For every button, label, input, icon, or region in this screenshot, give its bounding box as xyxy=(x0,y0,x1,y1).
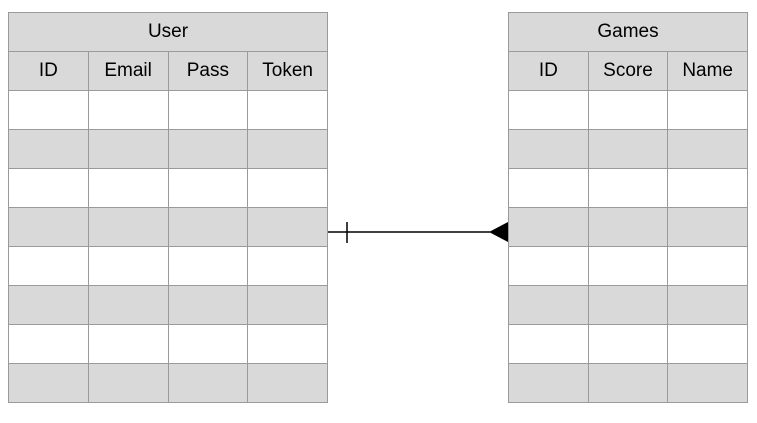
games-title-row: Games xyxy=(508,12,748,52)
games-column-id: ID xyxy=(508,51,589,91)
user-cell xyxy=(8,129,89,169)
games-cell xyxy=(508,324,589,364)
games-table-row xyxy=(508,129,748,169)
games-table-row xyxy=(508,207,748,247)
user-table-row xyxy=(8,285,328,325)
games-cell xyxy=(508,207,589,247)
user-cell xyxy=(87,90,169,130)
games-column-score: Score xyxy=(587,51,669,91)
user-cell xyxy=(167,207,249,247)
user-cell xyxy=(8,90,89,130)
user-cell xyxy=(87,324,169,364)
games-cell xyxy=(587,285,669,325)
user-title-row: User xyxy=(8,12,328,52)
user-table-row xyxy=(8,363,328,403)
user-cell xyxy=(167,168,249,208)
user-table-row xyxy=(8,324,328,364)
user-cell xyxy=(167,285,249,325)
user-cell xyxy=(8,207,89,247)
games-cell xyxy=(508,246,589,286)
user-cell xyxy=(247,207,328,247)
user-cell xyxy=(8,324,89,364)
user-cell xyxy=(87,207,169,247)
games-table-row xyxy=(508,285,748,325)
user-table-row xyxy=(8,168,328,208)
games-cell xyxy=(587,168,669,208)
user-cell xyxy=(8,246,89,286)
user-table-title: User xyxy=(8,12,328,52)
user-entity-table: User ID Email Pass Token xyxy=(8,12,328,403)
games-cell xyxy=(587,324,669,364)
games-cell xyxy=(508,90,589,130)
user-table-row xyxy=(8,207,328,247)
user-cell xyxy=(87,285,169,325)
games-table-row xyxy=(508,90,748,130)
games-cell xyxy=(587,363,669,403)
games-cell xyxy=(667,363,748,403)
user-column-id: ID xyxy=(8,51,89,91)
user-cell xyxy=(247,129,328,169)
games-cell xyxy=(587,246,669,286)
games-entity-table: Games ID Score Name xyxy=(508,12,748,403)
user-cell xyxy=(8,285,89,325)
games-table-row xyxy=(508,246,748,286)
user-header-row: ID Email Pass Token xyxy=(8,51,328,91)
games-header-row: ID Score Name xyxy=(508,51,748,91)
user-column-pass: Pass xyxy=(167,51,249,91)
user-cell xyxy=(247,246,328,286)
games-cell xyxy=(667,246,748,286)
games-cell xyxy=(587,90,669,130)
games-cell xyxy=(587,207,669,247)
games-table-row xyxy=(508,363,748,403)
games-table-row xyxy=(508,324,748,364)
arrow-head-icon xyxy=(489,222,508,242)
user-table-row xyxy=(8,246,328,286)
games-cell xyxy=(587,129,669,169)
games-cell xyxy=(667,90,748,130)
games-cell xyxy=(667,129,748,169)
user-cell xyxy=(247,90,328,130)
user-cell xyxy=(167,324,249,364)
games-cell xyxy=(508,285,589,325)
user-cell xyxy=(247,285,328,325)
games-cell xyxy=(667,324,748,364)
user-table-row xyxy=(8,90,328,130)
user-cell xyxy=(87,363,169,403)
games-cell xyxy=(667,207,748,247)
games-column-name: Name xyxy=(667,51,748,91)
games-cell xyxy=(508,168,589,208)
games-cell xyxy=(508,363,589,403)
user-cell xyxy=(167,246,249,286)
user-table-row xyxy=(8,129,328,169)
games-cell xyxy=(508,129,589,169)
user-cell xyxy=(247,324,328,364)
user-cell xyxy=(167,129,249,169)
user-column-token: Token xyxy=(247,51,328,91)
games-cell xyxy=(667,168,748,208)
user-cell xyxy=(247,168,328,208)
user-cell xyxy=(8,168,89,208)
user-cell xyxy=(8,363,89,403)
games-table-row xyxy=(508,168,748,208)
user-cell xyxy=(87,246,169,286)
user-column-email: Email xyxy=(87,51,169,91)
user-cell xyxy=(247,363,328,403)
user-cell xyxy=(167,90,249,130)
games-table-title: Games xyxy=(508,12,748,52)
user-cell xyxy=(87,129,169,169)
user-cell xyxy=(167,363,249,403)
user-cell xyxy=(87,168,169,208)
games-cell xyxy=(667,285,748,325)
